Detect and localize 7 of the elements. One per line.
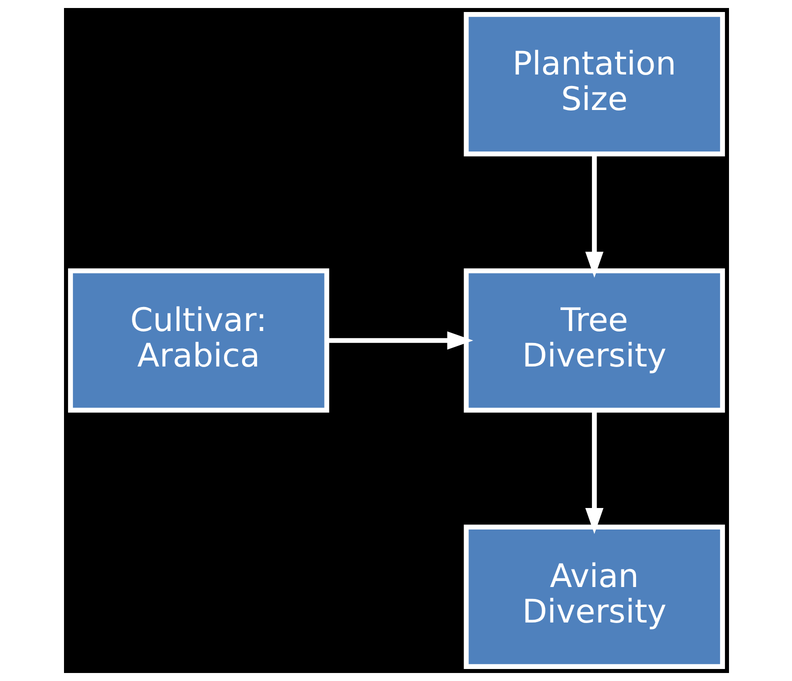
node-box: Avian Diversity	[463, 524, 724, 669]
node-box: Tree Diversity	[463, 268, 724, 413]
arrow	[584, 154, 603, 278]
node-box: Cultivar: Arabica	[68, 268, 329, 413]
node-box: Plantation Size	[463, 12, 724, 156]
arrow	[584, 410, 603, 534]
arrow	[326, 331, 473, 350]
